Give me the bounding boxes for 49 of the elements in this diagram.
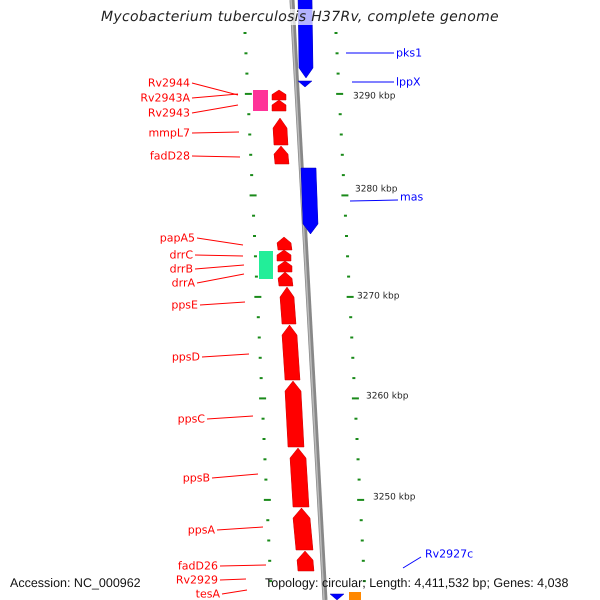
gene-label: ppsC <box>178 412 205 426</box>
gene-label: papA5 <box>160 232 195 244</box>
gene-label: ppsD <box>172 350 200 364</box>
leader-line <box>196 238 244 246</box>
leader-line <box>350 200 398 202</box>
leader-line <box>192 156 240 158</box>
gene-label: ppsA <box>188 524 215 536</box>
gene-label: Rv2927c <box>425 548 474 560</box>
gene-label: drrA <box>172 276 195 290</box>
leader-line <box>192 132 240 134</box>
leader-line <box>194 254 244 256</box>
gene-label: pks1 <box>396 46 422 60</box>
gene-label: fadD26 <box>178 560 218 572</box>
gene-label: Rv2929 <box>176 574 218 586</box>
gene-label: Rv2943 <box>148 106 190 120</box>
gene-label: Rv2943A <box>140 92 190 104</box>
gene-label: lppX <box>396 76 421 88</box>
gene-label: ppsE <box>171 298 198 312</box>
leader-line <box>346 52 394 54</box>
leader-line <box>212 474 258 478</box>
gene-label: drrB <box>170 262 193 276</box>
gene-label: ppsB <box>182 472 210 484</box>
leader-line <box>220 564 266 566</box>
gene-label: drrC <box>169 248 193 262</box>
leader-line <box>222 590 248 594</box>
title: Mycobacterium tuberculosis H37Rv, complete genome <box>101 9 499 25</box>
footer-text: Accession: NC_000962 <box>10 576 141 591</box>
leader-line <box>202 354 250 358</box>
leader-line <box>192 104 238 114</box>
gene-label: mmpL7 <box>148 126 190 140</box>
leader-line <box>216 526 264 530</box>
leader-line <box>196 274 244 284</box>
leader-line <box>220 578 246 580</box>
gene-label: Rv2944 <box>148 76 190 90</box>
leader-line <box>192 94 238 98</box>
leader-line <box>206 416 254 420</box>
scale-label: 3260 kbp <box>366 392 408 402</box>
leader-line <box>402 556 422 568</box>
gene-label: mas <box>400 190 424 204</box>
scale-label: 3280 kbp <box>355 184 398 196</box>
leader-line <box>200 302 246 306</box>
gene-label: tesA <box>196 588 220 600</box>
footer-text: Topology: circular; Length: 4,411,532 bp; Genes: 4,038 <box>265 576 568 591</box>
leader-line <box>194 264 244 270</box>
scale-label: 3250 kbp <box>373 492 416 504</box>
leader-line <box>192 82 238 96</box>
gene-label: fadD28 <box>150 150 190 162</box>
scale-label: 3270 kbp <box>357 292 400 302</box>
scale-label: 3290 kbp <box>353 92 396 102</box>
